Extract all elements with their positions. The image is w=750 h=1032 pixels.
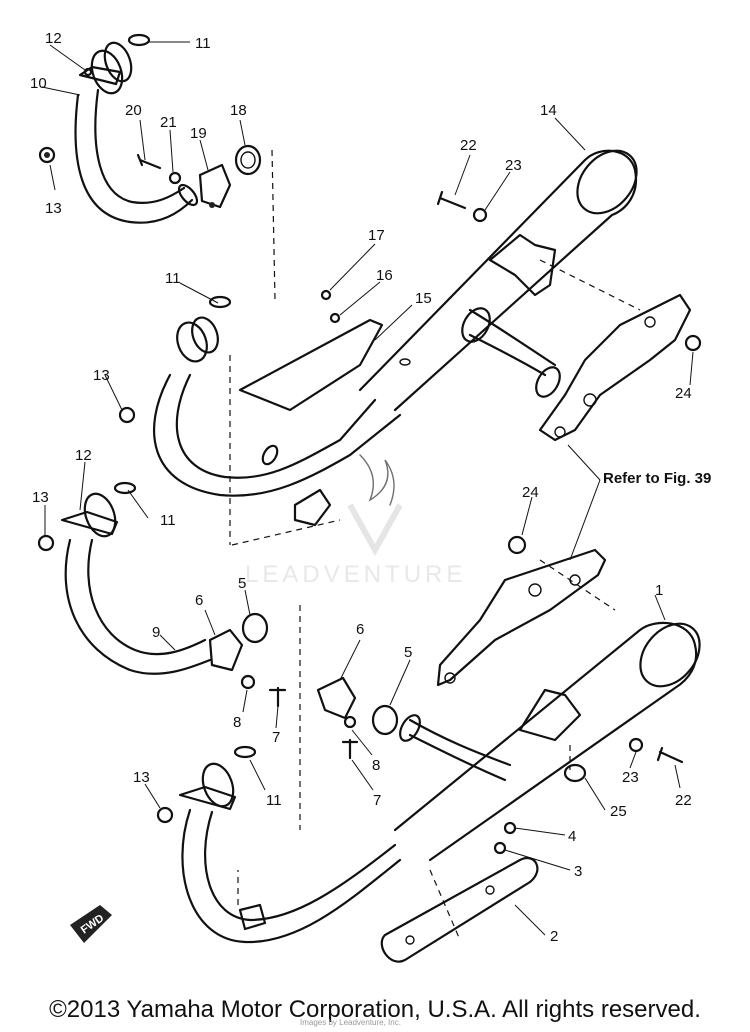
gasket-18 — [234, 144, 262, 176]
callout-20: 20 — [125, 102, 142, 119]
nut-24a — [684, 334, 702, 352]
callout-labels: 12 11 10 13 20 21 19 18 14 22 23 17 16 1… — [30, 30, 711, 945]
gasket-5a — [241, 612, 269, 644]
callout-11a: 11 — [195, 35, 211, 52]
washer-23a — [472, 207, 488, 223]
bolt-7a — [268, 686, 287, 708]
callout-14: 14 — [540, 102, 557, 119]
muffler-14 — [358, 149, 638, 412]
callout-13a: 13 — [45, 200, 62, 217]
callout-12b: 12 — [75, 447, 92, 464]
callout-16: 16 — [376, 267, 393, 284]
callout-7a: 7 — [272, 729, 280, 746]
callout-13b: 13 — [93, 367, 110, 384]
clamp-6a — [208, 628, 244, 672]
callout-11d: 11 — [266, 792, 282, 809]
callout-5b: 5 — [404, 644, 412, 661]
bolt-7b — [341, 738, 359, 760]
callout-8b: 8 — [372, 757, 380, 774]
callout-3: 3 — [574, 863, 582, 880]
nut-13d — [156, 806, 174, 824]
callout-17: 17 — [368, 227, 385, 244]
bracket-plate-upper — [538, 293, 692, 442]
callout-9: 9 — [152, 624, 160, 641]
callout-11c: 11 — [160, 512, 176, 529]
guide-lines — [229, 149, 641, 941]
clamp-6b — [316, 676, 357, 720]
callout-24b: 24 — [522, 484, 539, 501]
callout-21: 21 — [160, 114, 177, 131]
callout-13c: 13 — [32, 489, 49, 506]
nut-24b — [507, 535, 527, 555]
watermark-text: LEADVENTURE — [245, 561, 466, 588]
clamp-19 — [198, 163, 232, 209]
nut-8b — [343, 715, 357, 729]
exhaust-pipe-lower — [178, 745, 402, 944]
callout-22b: 22 — [675, 792, 692, 809]
callout-10: 10 — [30, 75, 47, 92]
washer-21 — [168, 171, 182, 185]
exhaust-pipe-middle — [152, 295, 402, 527]
gasket-5b — [371, 704, 399, 736]
refer-note: Refer to Fig. 39 — [603, 470, 711, 487]
callout-15: 15 — [415, 290, 432, 307]
callout-6a: 6 — [195, 592, 203, 609]
callout-4: 4 — [568, 828, 576, 845]
bolt-17 — [320, 289, 332, 301]
callout-18: 18 — [230, 102, 247, 119]
callout-24a: 24 — [675, 385, 692, 402]
small-watermark: Images by Leadventure, Inc. — [300, 1018, 401, 1027]
bolt-4 — [503, 821, 517, 835]
callout-19: 19 — [190, 125, 207, 142]
washer-3 — [493, 841, 507, 855]
callout-7b: 7 — [373, 792, 381, 809]
heat-protector-2 — [380, 857, 539, 963]
nut-13b — [118, 406, 136, 424]
callout-25: 25 — [610, 803, 627, 820]
callout-2: 2 — [550, 928, 558, 945]
watermark: LEADVENTURE — [245, 454, 466, 588]
callout-22a: 22 — [460, 137, 477, 154]
callout-1: 1 — [655, 582, 663, 599]
callout-8a: 8 — [233, 714, 241, 731]
washer-16 — [329, 312, 341, 324]
exhaust-pipe-10 — [74, 33, 199, 224]
exhaust-pipe-9 — [60, 481, 212, 675]
nut-13c — [37, 534, 55, 552]
exhaust-parts-diagram: LEADVENTURE — [30, 30, 711, 963]
callout-23a: 23 — [505, 157, 522, 174]
nut-8a — [240, 674, 256, 690]
copyright-notice: ©2013 Yamaha Motor Corporation, U.S.A. A… — [49, 996, 701, 1023]
bolt-22a — [436, 190, 467, 210]
callout-12a: 12 — [45, 30, 62, 47]
bracket-plate-lower — [436, 548, 607, 687]
washer-23b — [628, 737, 644, 753]
fwd-arrow-icon: FWD — [70, 905, 112, 943]
callout-23b: 23 — [622, 769, 639, 786]
nut-13a — [38, 146, 56, 164]
callout-11b: 11 — [165, 270, 181, 287]
callout-6b: 6 — [356, 621, 364, 638]
callout-5a: 5 — [238, 575, 246, 592]
bolt-22b — [656, 746, 684, 764]
muffler-1 — [393, 621, 701, 862]
damper-25 — [563, 763, 587, 783]
bolt-20 — [136, 153, 162, 170]
leader-lines — [41, 41, 694, 936]
callout-13d: 13 — [133, 769, 150, 786]
